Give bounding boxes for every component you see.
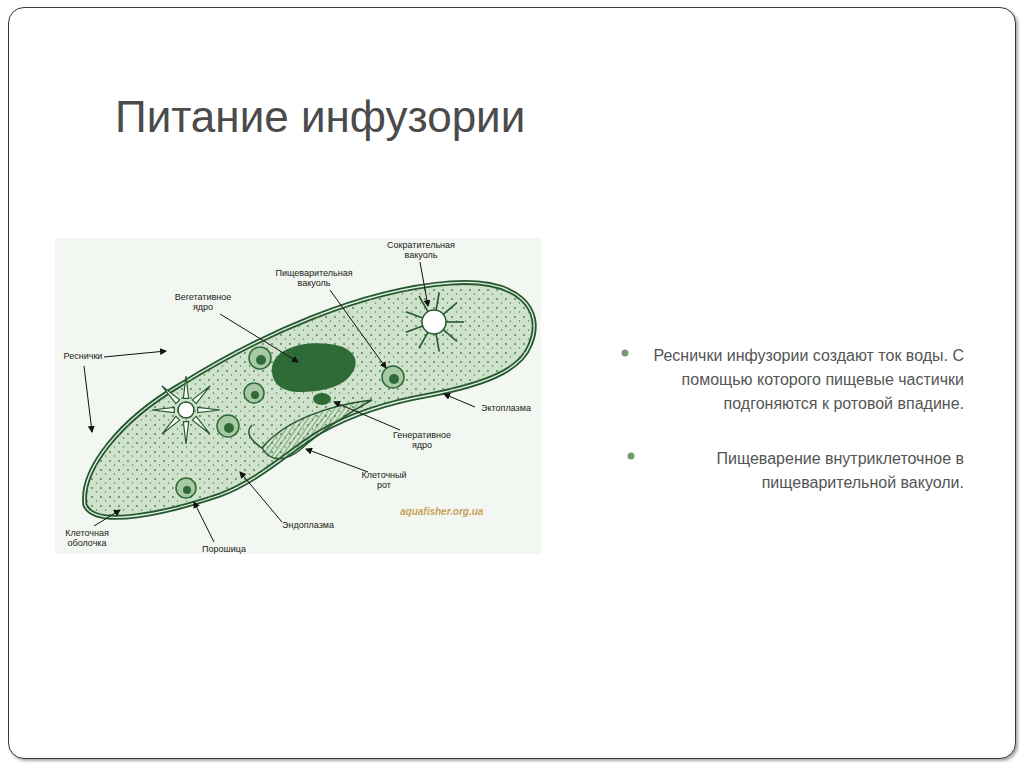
ectoplasm-line bbox=[85, 282, 535, 517]
leader-lines bbox=[84, 262, 475, 542]
part-label: Порошица bbox=[196, 544, 252, 554]
cytostome bbox=[249, 425, 262, 448]
canal-petal bbox=[152, 407, 174, 412]
leader-line bbox=[334, 402, 400, 430]
bullet-text: Реснички инфузории создают ток воды. С п… bbox=[646, 344, 964, 416]
bullet-text: Пищеварение внутриклеточное в пищеварите… bbox=[646, 447, 964, 495]
food-vacuole bbox=[249, 347, 271, 369]
leader-line bbox=[444, 394, 475, 407]
food-vacuole bbox=[382, 366, 404, 388]
canal-petal bbox=[162, 416, 180, 434]
cilia-group bbox=[85, 282, 535, 517]
part-label: Клеточный рот bbox=[360, 470, 408, 490]
part-label: Клеточная оболочка bbox=[56, 528, 118, 548]
bullet-dot bbox=[628, 453, 635, 460]
leader-line bbox=[330, 290, 386, 368]
food-vacuole bbox=[217, 415, 239, 437]
leader-line bbox=[94, 510, 120, 526]
micronucleus bbox=[313, 393, 331, 405]
food-particle bbox=[224, 423, 234, 433]
part-label: Генеративное ядро bbox=[392, 430, 452, 450]
leader-line bbox=[240, 472, 282, 522]
canal-petal bbox=[183, 422, 188, 444]
canal bbox=[436, 292, 439, 310]
contractile-vacuole-rear bbox=[152, 376, 220, 444]
part-label: Реснички bbox=[58, 351, 108, 361]
canal bbox=[446, 321, 464, 323]
canal bbox=[443, 303, 457, 315]
contractile-vacuole-front bbox=[406, 292, 464, 351]
vacuole-center bbox=[422, 310, 446, 334]
oral-groove bbox=[262, 400, 372, 459]
slide-title: Питание инфузории bbox=[115, 92, 525, 142]
anal-pore-vacuole bbox=[176, 478, 196, 498]
food-particle bbox=[389, 374, 399, 384]
cell-body bbox=[85, 282, 535, 517]
food-particle bbox=[256, 355, 266, 365]
part-label: Сократительная вакуоль bbox=[384, 240, 458, 260]
leader-line bbox=[420, 262, 428, 306]
canal-petal bbox=[192, 386, 210, 404]
canal bbox=[436, 334, 439, 352]
part-label: Эндоплазма bbox=[278, 520, 338, 530]
bullet-dot bbox=[622, 350, 629, 357]
canal bbox=[406, 312, 423, 318]
part-label: Вегетативное ядро bbox=[170, 292, 236, 312]
image-ground bbox=[55, 238, 541, 554]
leader-line bbox=[306, 449, 368, 472]
canal-petal bbox=[183, 376, 188, 398]
canal bbox=[443, 330, 457, 342]
canal-petal bbox=[198, 407, 220, 412]
food-particle bbox=[183, 486, 191, 494]
food-particle bbox=[251, 391, 259, 399]
leader-line bbox=[84, 366, 92, 432]
canal bbox=[419, 332, 428, 348]
leader-line bbox=[104, 351, 166, 357]
macronucleus bbox=[272, 343, 356, 392]
part-label: Пищеварительная вакуоль bbox=[272, 268, 356, 288]
canal bbox=[406, 326, 423, 332]
food-vacuole bbox=[244, 383, 264, 403]
canal-petal bbox=[162, 386, 180, 404]
canal-petal bbox=[192, 416, 210, 434]
leader-line bbox=[194, 502, 214, 542]
leader-line bbox=[220, 314, 298, 362]
vacuole-center bbox=[178, 402, 194, 418]
watermark: aquafisher.org.ua bbox=[400, 506, 525, 517]
part-label: Эктоплазма bbox=[476, 403, 536, 413]
